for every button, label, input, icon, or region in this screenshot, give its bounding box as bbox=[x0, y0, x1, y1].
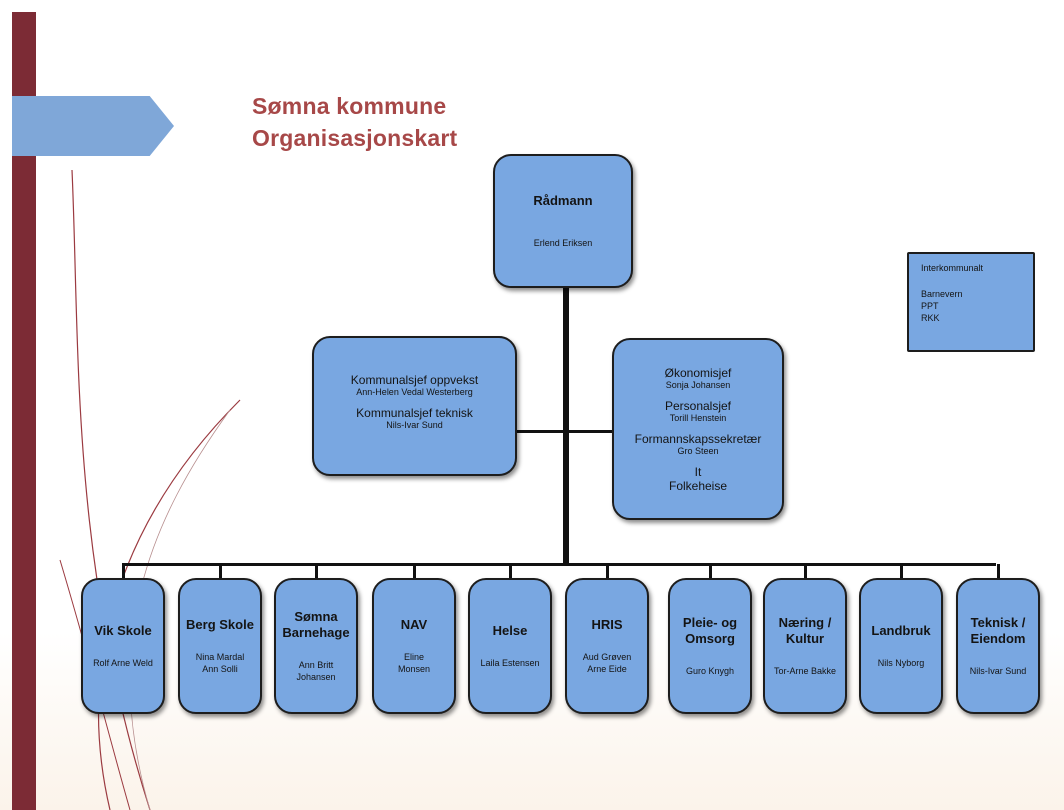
interkommunalt-item: RKK bbox=[921, 313, 940, 323]
unit-leader-name: Nils-Ivar Sund bbox=[969, 666, 1027, 676]
right-staff-name: Sonja Johansen bbox=[665, 379, 731, 390]
unit-title: Vik Skole bbox=[94, 623, 152, 638]
left-staff-role: Kommunalsjef teknisk bbox=[356, 406, 473, 420]
radmann-name: Erlend Eriksen bbox=[533, 238, 593, 248]
right-staff-name: Torill Henstein bbox=[669, 412, 727, 423]
unit-leader-name: Laila Estensen bbox=[480, 658, 540, 668]
left-staff-name: Ann-Helen Vedal Westerberg bbox=[356, 387, 473, 397]
unit-connector-line bbox=[413, 564, 416, 580]
unit-leader-name: Ann Britt Johansen bbox=[296, 660, 336, 682]
unit-title: Næring / Kultur bbox=[778, 615, 832, 646]
unit-leader-name: Tor-Arne Bakke bbox=[773, 666, 837, 676]
unit-connector-line bbox=[219, 564, 222, 580]
unit-title: Sømna Barnehage bbox=[282, 609, 350, 640]
unit-connector-line bbox=[709, 564, 712, 580]
unit-box: NAV Eline Monsen bbox=[372, 578, 456, 714]
unit-leader-name: Eline Monsen bbox=[397, 652, 431, 674]
staff-connector-line bbox=[516, 430, 613, 433]
right-staff-role: Personalsjef bbox=[664, 398, 732, 413]
unit-box: HRIS Aud Grøven Arne Eide bbox=[565, 578, 649, 714]
right-staff-role: Folkeheise bbox=[668, 478, 728, 493]
unit-connector-line bbox=[509, 564, 512, 580]
radmann-title: Rådmann bbox=[533, 193, 593, 208]
unit-leader-name: Aud Grøven Arne Eide bbox=[582, 652, 632, 674]
unit-leader-name: Nina Mardal Ann Solli bbox=[195, 652, 245, 674]
interkommunalt-title: Interkommunalt bbox=[921, 263, 984, 273]
right-staff-role: It bbox=[694, 464, 702, 479]
unit-title: Landbruk bbox=[871, 623, 931, 638]
unit-leader-name: Nils Nyborg bbox=[877, 658, 925, 668]
chart-title: Sømna kommune bbox=[252, 93, 447, 119]
unit-title: Pleie- og Omsorg bbox=[682, 615, 738, 646]
interkommunalt-box: Interkommunalt Barnevern PPT RKK bbox=[907, 252, 1035, 352]
unit-connector-line bbox=[997, 564, 1000, 580]
left-staff-name: Nils-Ivar Sund bbox=[386, 420, 443, 430]
staff-functions-box: Økonomisjef Sonja Johansen Personalsjef … bbox=[612, 338, 784, 520]
units-bus-line bbox=[122, 563, 996, 566]
radmann-box: Rådmann Erlend Eriksen bbox=[493, 154, 633, 288]
unit-title: HRIS bbox=[591, 617, 623, 632]
right-staff-role: Økonomisjef bbox=[664, 365, 732, 380]
left-staff-role: Kommunalsjef oppvekst bbox=[350, 373, 479, 387]
right-staff-role: Formannskapssekretær bbox=[634, 431, 762, 446]
unit-connector-line bbox=[606, 564, 609, 580]
unit-leader-name: Rolf Arne Weld bbox=[93, 658, 153, 668]
chart-subtitle: Organisasjonskart bbox=[252, 125, 458, 151]
unit-title: Helse bbox=[492, 623, 528, 638]
unit-connector-line bbox=[900, 564, 903, 580]
unit-connector-line bbox=[315, 564, 318, 580]
right-staff-name: Gro Steen bbox=[677, 445, 719, 456]
unit-title: NAV bbox=[400, 617, 428, 632]
decorative-arrow-shape bbox=[12, 96, 174, 156]
interkommunalt-item: PPT bbox=[921, 301, 939, 311]
interkommunalt-item: Barnevern bbox=[921, 289, 963, 299]
kommunalsjef-box: Kommunalsjef oppvekst Ann-Helen Vedal We… bbox=[312, 336, 517, 476]
unit-leader-name: Guro Knygh bbox=[685, 666, 735, 676]
unit-title: Berg Skole bbox=[186, 617, 254, 632]
unit-title: Teknisk / Eiendom bbox=[970, 615, 1026, 646]
unit-connector-line bbox=[804, 564, 807, 580]
main-trunk-line bbox=[563, 286, 569, 564]
unit-connector-line bbox=[122, 564, 125, 580]
